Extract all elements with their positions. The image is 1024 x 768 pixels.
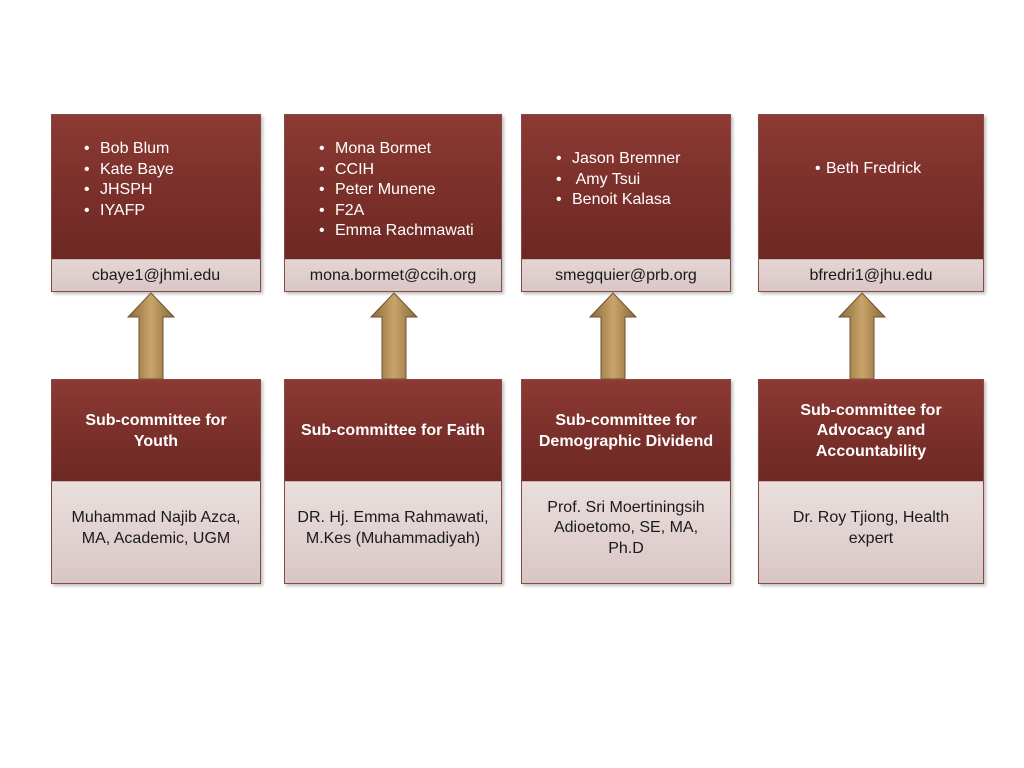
committee-chair: Dr. Roy Tjiong, Health expert — [759, 481, 983, 583]
up-arrow-icon — [837, 292, 887, 380]
member-item: Kate Baye — [84, 160, 174, 181]
member-item: JHSPH — [84, 180, 174, 201]
committee-card-youth: Sub-committee for Youth Muhammad Najib A… — [51, 379, 261, 584]
committee-title: Sub-committee for Advocacy and Accountab… — [759, 380, 983, 483]
committee-chair: Prof. Sri Moertiningsih Adioetomo, SE, M… — [522, 481, 730, 583]
member-item: IYAFP — [84, 201, 174, 222]
contact-email: cbaye1@jhmi.edu — [52, 259, 260, 291]
up-arrow-icon — [588, 292, 638, 380]
member-item: F2A — [319, 201, 474, 222]
member-list: Bob Blum Kate Baye JHSPH IYAFP — [84, 139, 174, 221]
member-item: Benoit Kalasa — [556, 190, 681, 211]
committee-title: Sub-committee for Faith — [285, 380, 501, 483]
contact-email: bfredri1@jhu.edu — [759, 259, 983, 291]
committee-chair: Muhammad Najib Azca, MA, Academic, UGM — [52, 481, 260, 583]
committee-chair: DR. Hj. Emma Rahmawati, M.Kes (Muhammadi… — [285, 481, 501, 583]
contact-email: mona.bormet@ccih.org — [285, 259, 501, 291]
member-item: Amy Tsui — [556, 170, 681, 191]
up-arrow-icon — [126, 292, 176, 380]
member-list: Beth Fredrick — [815, 159, 921, 180]
committee-card-advocacy: Sub-committee for Advocacy and Accountab… — [758, 379, 984, 584]
member-item: Mona Bormet — [319, 139, 474, 160]
member-item: CCIH — [319, 160, 474, 181]
member-list: Jason Bremner Amy Tsui Benoit Kalasa — [556, 149, 681, 211]
member-item: Beth Fredrick — [815, 159, 921, 180]
member-list: Mona Bormet CCIH Peter Munene F2A Emma R… — [319, 139, 474, 242]
member-list-box: Beth Fredrick — [759, 115, 983, 261]
member-card-faith: Mona Bormet CCIH Peter Munene F2A Emma R… — [284, 114, 502, 292]
member-card-youth: Bob Blum Kate Baye JHSPH IYAFP cbaye1@jh… — [51, 114, 261, 292]
member-card-demographic: Jason Bremner Amy Tsui Benoit Kalasa sme… — [521, 114, 731, 292]
member-list-box: Jason Bremner Amy Tsui Benoit Kalasa — [522, 115, 730, 261]
member-item: Bob Blum — [84, 139, 174, 160]
member-item: Jason Bremner — [556, 149, 681, 170]
member-item: Peter Munene — [319, 180, 474, 201]
member-item: Emma Rachmawati — [319, 221, 474, 242]
committee-title: Sub-committee for Demographic Dividend — [522, 380, 730, 483]
up-arrow-icon — [369, 292, 419, 380]
committee-card-demographic: Sub-committee for Demographic Dividend P… — [521, 379, 731, 584]
member-card-advocacy: Beth Fredrick bfredri1@jhu.edu — [758, 114, 984, 292]
committee-title: Sub-committee for Youth — [52, 380, 260, 483]
member-list-box: Bob Blum Kate Baye JHSPH IYAFP — [52, 115, 260, 261]
member-list-box: Mona Bormet CCIH Peter Munene F2A Emma R… — [285, 115, 501, 261]
committee-card-faith: Sub-committee for Faith DR. Hj. Emma Rah… — [284, 379, 502, 584]
contact-email: smegquier@prb.org — [522, 259, 730, 291]
